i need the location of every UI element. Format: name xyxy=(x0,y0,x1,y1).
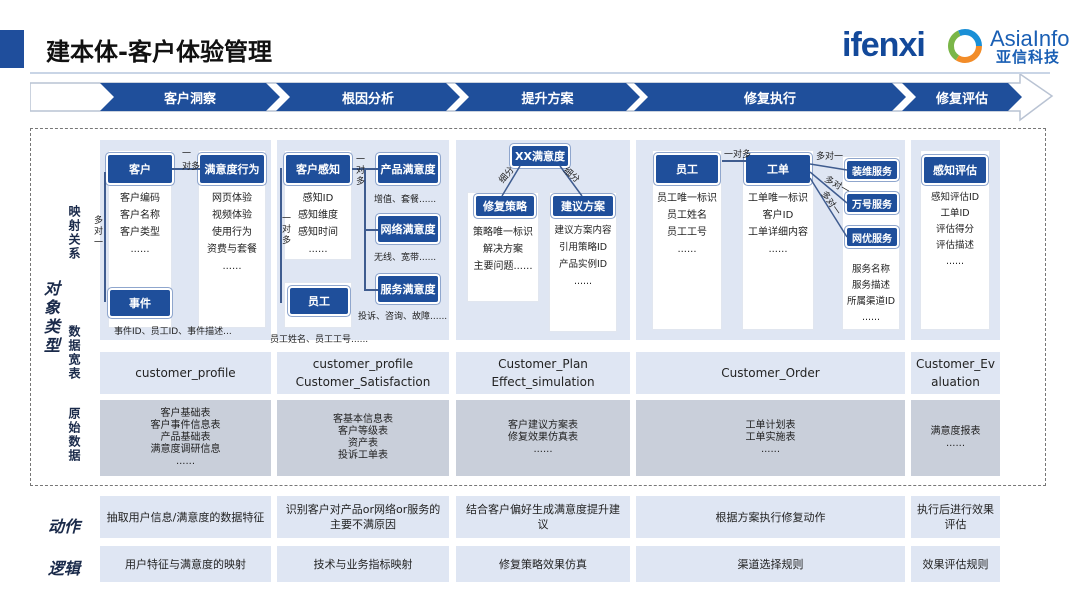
event-detail: 事件ID、员工ID、事件描述... xyxy=(114,327,232,337)
header-divider xyxy=(30,72,1050,74)
rel-label-one-to-many: 一对多 xyxy=(182,149,201,172)
process-arrow xyxy=(30,74,1054,122)
staff-detail: 员工姓名、员工工号...... xyxy=(270,335,369,345)
order-node: 工单 xyxy=(746,155,810,183)
phase-plan: 提升方案 xyxy=(455,83,640,111)
row-label-object-type: 对象类型 xyxy=(41,280,60,356)
action-root-cause: 识别客户对产品or网络or服务的主要不满原因 xyxy=(277,496,449,538)
brand-name-en: AsiaInfo xyxy=(990,26,1070,51)
satisfaction-behavior-attrs: 网页体验视频体验使用行为资费与套餐...... xyxy=(207,193,257,272)
install-service-node: 装维服务 xyxy=(847,161,897,179)
logic-root-cause: 技术与业务指标映射 xyxy=(277,546,449,582)
service-link xyxy=(364,289,378,291)
phase-insight: 客户洞察 xyxy=(100,83,280,111)
title-accent-bar xyxy=(0,30,24,68)
perception-staff-link xyxy=(280,168,282,303)
event-node: 事件 xyxy=(110,290,170,316)
network-satisfaction-detail: 无线、宽带...... xyxy=(374,253,437,263)
ifenxi-logo: ifenxi xyxy=(842,26,926,64)
row-label-mapping: 映射关系 xyxy=(67,205,81,261)
rel-label-one-to-many-2: 一对多 xyxy=(356,155,366,187)
phase-evaluate: 修复评估 xyxy=(902,83,1022,111)
customer-node: 客户 xyxy=(108,155,172,183)
rel-label-one-to-many-3: 一对多 xyxy=(282,214,292,246)
action-execute: 根据方案执行修复动作 xyxy=(636,496,905,538)
row-label-logic: 逻辑 xyxy=(48,559,81,578)
service-attrs: 服务名称服务描述所属渠道ID...... xyxy=(846,264,896,323)
page-title: 建本体-客户体验管理 xyxy=(46,38,272,66)
action-insight: 抽取用户信息/满意度的数据特征 xyxy=(100,496,271,538)
network-link xyxy=(364,229,378,231)
proposal-node: 建议方案 xyxy=(553,196,613,216)
customer-event-link xyxy=(104,172,106,302)
table-execute: Customer_Order xyxy=(636,352,905,394)
staff-order-link xyxy=(722,160,746,162)
strategy-attrs: 策略唯一标识解决方案主要问题...... xyxy=(473,227,533,272)
logic-plan: 修复策略效果仿真 xyxy=(456,546,630,582)
row-label-action: 动作 xyxy=(48,517,81,536)
service-satisfaction-node: 服务满意度 xyxy=(378,276,438,302)
customer-satisfaction-link xyxy=(172,168,200,170)
product-satisfaction-node: 产品满意度 xyxy=(378,155,438,183)
brand-name-cn: 亚信科技 xyxy=(996,48,1061,66)
perception-link xyxy=(352,168,378,170)
wanhao-service-node: 万号服务 xyxy=(847,194,897,212)
action-plan: 结合客户偏好生成满意度提升建议 xyxy=(456,496,630,538)
rel-label-many-to-one-1: 多对一 xyxy=(816,152,844,162)
perception-eval-node: 感知评估 xyxy=(924,157,986,183)
raw-evaluate: 满意度报表...... xyxy=(911,400,1000,476)
row-label-data-table: 数据宽表 xyxy=(67,325,81,381)
satisfaction-behavior-node: 满意度行为 xyxy=(200,155,264,183)
product-satisfaction-detail: 增值、套餐...... xyxy=(374,195,437,205)
action-evaluate: 执行后进行效果评估 xyxy=(911,496,1000,538)
logic-insight: 用户特征与满意度的映射 xyxy=(100,546,271,582)
object-type-frame xyxy=(30,128,1046,486)
raw-plan: 客户建议方案表修复效果仿真表...... xyxy=(456,400,630,476)
order-service-links xyxy=(810,163,848,238)
service-satisfaction-detail: 投诉、咨询、故障...... xyxy=(358,312,448,322)
raw-insight: 客户基础表客户事件信息表产品基础表满意度调研信息...... xyxy=(100,400,271,476)
rel-label-one-to-many-4: 一对多 xyxy=(724,150,752,160)
network-satisfaction-node: 网络满意度 xyxy=(378,216,438,242)
customer-attrs: 客户编码客户名称客户类型...... xyxy=(120,193,160,255)
perception-node: 客户感知 xyxy=(286,155,350,183)
staff-node-exec: 员工 xyxy=(656,155,718,183)
rel-label-many-to-one: 多对一 xyxy=(94,216,104,248)
asiainfo-ring-icon xyxy=(948,29,982,63)
staff-exec-attrs: 员工唯一标识员工姓名员工工号...... xyxy=(657,193,717,255)
raw-root-cause: 客基本信息表客户等级表资产表投诉工单表 xyxy=(277,400,449,476)
phase-execute: 修复执行 xyxy=(634,83,906,111)
xx-satisfaction-node: XX满意度 xyxy=(512,146,568,166)
logic-evaluate: 效果评估规则 xyxy=(911,546,1000,582)
phase-root-cause: 根因分析 xyxy=(276,83,460,111)
xx-satisfaction-links xyxy=(501,165,583,197)
staff-node: 员工 xyxy=(290,288,348,314)
netopt-service-node: 网优服务 xyxy=(847,228,897,246)
raw-execute: 工单计划表工单实施表...... xyxy=(636,400,905,476)
row-label-raw-data: 原始数据 xyxy=(67,407,81,463)
logic-execute: 渠道选择规则 xyxy=(636,546,905,582)
strategy-node: 修复策略 xyxy=(476,196,534,216)
table-insight: customer_profile xyxy=(100,352,271,394)
